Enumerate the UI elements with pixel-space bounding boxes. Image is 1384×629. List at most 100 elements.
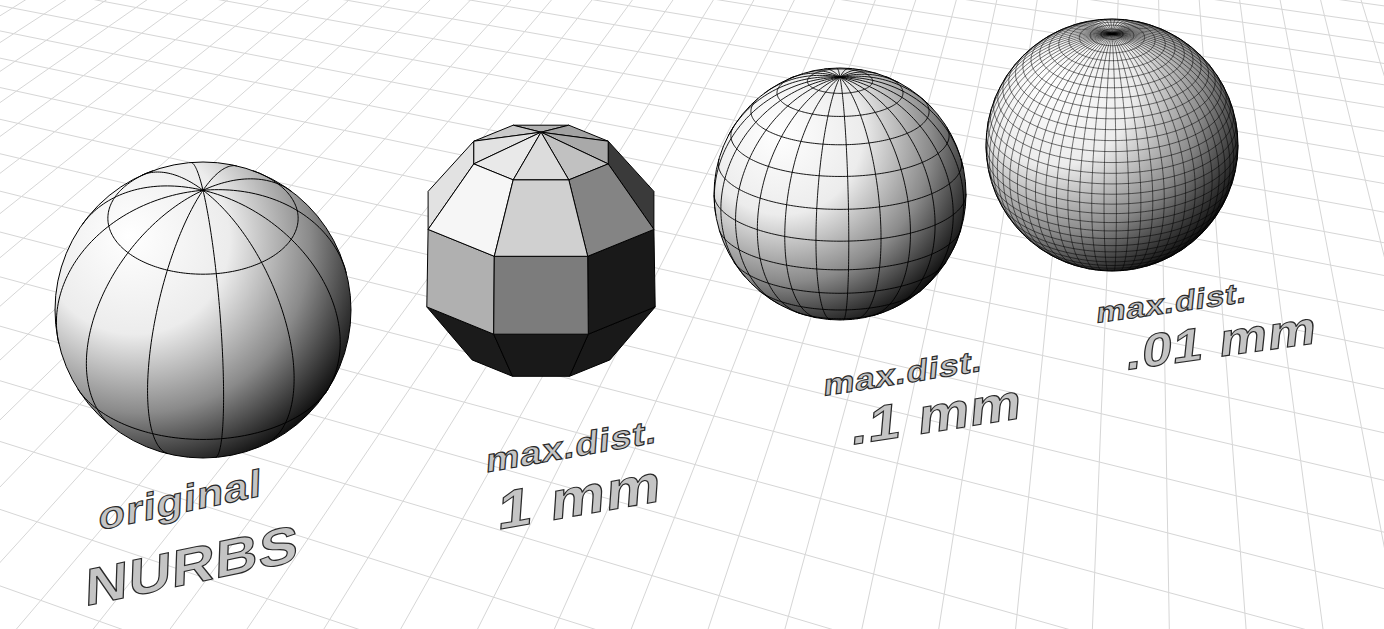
wire-line	[1065, 262, 1159, 270]
wire-line	[718, 159, 961, 209]
wire-line	[719, 230, 960, 270]
wire-line	[1112, 34, 1236, 186]
faceted-sphere	[427, 125, 655, 376]
wire-line	[148, 190, 203, 454]
grid-line	[0, 0, 849, 629]
wire-line	[203, 190, 340, 393]
tolerance-label: original	[98, 463, 263, 536]
wire-line	[714, 194, 966, 241]
wire-line	[1101, 29, 1123, 39]
wire-line	[203, 166, 237, 191]
wire-line	[840, 77, 964, 250]
wire-line	[816, 77, 840, 319]
wire-line	[1017, 34, 1112, 256]
wire-line	[1112, 21, 1133, 34]
grid-line	[0, 0, 750, 629]
wire-line	[807, 69, 872, 93]
grid-line	[0, 0, 789, 629]
wire-line	[751, 99, 929, 145]
grid-line	[1372, 0, 1384, 629]
facet	[513, 132, 569, 180]
wire-line	[785, 77, 840, 318]
wire-line	[1090, 25, 1134, 46]
grid-line	[0, 0, 692, 629]
wire-line	[1112, 34, 1238, 161]
wire-line	[203, 190, 224, 457]
wire-line	[987, 34, 1112, 127]
grid-line	[0, 0, 1384, 597]
wire-line	[986, 145, 1238, 204]
wire-line	[986, 34, 1112, 153]
wire-line	[1002, 206, 1223, 246]
grid-line	[0, 0, 425, 629]
wire-line	[1037, 246, 1186, 265]
sphere-wireframe	[986, 19, 1238, 271]
grid-line	[0, 0, 476, 629]
wire-line	[1017, 227, 1208, 257]
grid-line	[0, 0, 636, 629]
wire-line	[986, 134, 1237, 194]
wire-line	[731, 127, 949, 176]
wire-line	[1112, 34, 1230, 223]
wire-line	[108, 171, 298, 275]
facet	[494, 180, 587, 256]
wire-line	[1026, 237, 1198, 262]
grid-line	[0, 0, 376, 629]
grid-line	[0, 0, 1040, 629]
grid-line	[0, 0, 975, 629]
wire-line	[757, 77, 840, 314]
wire-line	[1008, 216, 1216, 251]
grid-line	[0, 0, 829, 629]
wire-line	[1059, 19, 1166, 69]
ground-label: original	[98, 463, 263, 536]
wire-line	[1015, 54, 1208, 119]
wire-line	[988, 121, 1236, 184]
grid-line	[0, 0, 996, 629]
wire-line	[203, 190, 294, 444]
grid-line	[0, 0, 1384, 11]
grid-line	[0, 0, 546, 629]
wire-line	[1112, 20, 1127, 34]
sphere-wireframe	[55, 162, 351, 458]
wire-line	[1003, 34, 1112, 242]
wire-line	[728, 77, 840, 136]
grid-line	[0, 0, 673, 629]
grid-line	[0, 0, 442, 629]
wire-line	[1112, 33, 1224, 87]
grid-line	[0, 0, 890, 629]
grid-line	[1347, 0, 1384, 629]
wire-line	[840, 77, 910, 316]
wire-line	[56, 190, 203, 343]
wire-line	[1112, 34, 1219, 244]
wire-line	[777, 77, 903, 117]
wire-line	[82, 186, 203, 224]
sphere-body	[714, 68, 966, 320]
wire-line	[1112, 19, 1121, 33]
grid-line	[0, 0, 1018, 629]
wire-line	[203, 190, 346, 274]
wire-line	[78, 389, 328, 440]
grid-line	[0, 0, 1384, 482]
wire-line	[142, 172, 203, 190]
grid-line	[0, 0, 809, 629]
wire-line	[203, 179, 292, 192]
facet	[494, 334, 589, 376]
grid-line	[0, 0, 528, 629]
wire-line	[840, 77, 849, 320]
wire-line	[1023, 44, 1201, 108]
grid-line	[0, 0, 711, 629]
wire-line	[734, 262, 946, 293]
wire-line	[994, 97, 1231, 163]
grid-line	[1322, 0, 1384, 629]
wire-line	[1112, 19, 1116, 34]
grid-line	[0, 0, 409, 629]
facet	[494, 256, 589, 334]
grid-line	[0, 433, 1384, 629]
wire-line	[990, 109, 1233, 174]
